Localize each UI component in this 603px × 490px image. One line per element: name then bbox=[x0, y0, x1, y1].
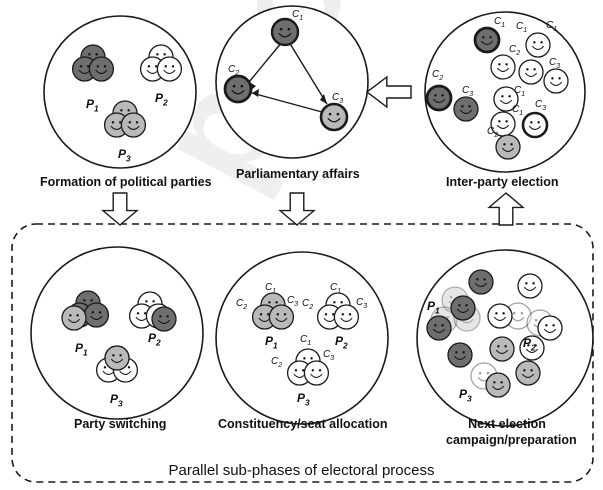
candidate-c1 bbox=[270, 17, 300, 47]
campaign-smiley-icon bbox=[447, 342, 473, 368]
campaign-smiley-icon bbox=[517, 273, 543, 299]
arrowhead bbox=[252, 89, 259, 97]
candidate-c3 bbox=[319, 102, 349, 132]
candidate-3 bbox=[490, 54, 516, 80]
candidate-label-c2: C2 bbox=[487, 126, 498, 139]
campaign-smiley-icon bbox=[485, 372, 511, 398]
candidate-label-c3: C3 bbox=[535, 99, 546, 112]
candidate-4 bbox=[518, 59, 544, 85]
candidate-label-c3: C3 bbox=[356, 297, 367, 310]
campaign-smiley-icon bbox=[426, 315, 452, 341]
smiley-icon bbox=[268, 304, 295, 330]
label-next-election-line1: Next election bbox=[468, 417, 546, 431]
candidate-label-c1: C1 bbox=[494, 16, 505, 29]
candidate-6 bbox=[425, 84, 453, 112]
smiley-icon bbox=[156, 56, 183, 82]
label-party-switching: Party switching bbox=[74, 417, 167, 431]
candidate-7 bbox=[453, 96, 479, 122]
parallel-subphases-box bbox=[11, 223, 594, 483]
arrow-left-to-parliamentary bbox=[365, 75, 412, 109]
candidate-label-c2: C2 bbox=[302, 298, 313, 311]
ghost-smiley-icon bbox=[504, 302, 532, 330]
candidate-11 bbox=[495, 134, 521, 160]
smiley-icon bbox=[88, 56, 115, 82]
label-inter-party: Inter-party election bbox=[446, 175, 559, 189]
campaign-smiley-icon bbox=[519, 335, 545, 361]
arrowhead bbox=[320, 94, 327, 104]
arrow-down-formation bbox=[101, 192, 139, 226]
candidate-2 bbox=[525, 32, 551, 58]
candidate-label-c2: C2 bbox=[509, 44, 520, 57]
candidate-1 bbox=[473, 26, 501, 54]
candidate-label-c1: C1 bbox=[516, 21, 527, 34]
candidate-label-c3: C3 bbox=[332, 92, 343, 105]
campaign-smiley-icon bbox=[515, 360, 541, 386]
candidate-8 bbox=[493, 86, 519, 112]
circle-formation bbox=[43, 15, 197, 169]
label-parliamentary: Parliamentary affairs bbox=[236, 167, 360, 181]
campaign-smiley-icon bbox=[537, 315, 563, 341]
switched-smiley-icon bbox=[104, 345, 130, 371]
switched-smiley-icon bbox=[61, 305, 87, 331]
arrow-up-to-inter-party bbox=[487, 192, 525, 226]
label-formation: Formation of political parties bbox=[40, 175, 212, 189]
candidate-label-c2: C2 bbox=[228, 64, 239, 77]
campaign-smiley-icon bbox=[489, 336, 515, 362]
smiley-icon bbox=[303, 360, 330, 386]
circle-party-switching bbox=[30, 246, 204, 420]
candidate-label-c2: C2 bbox=[271, 356, 282, 369]
candidate-label-c3: C3 bbox=[549, 57, 560, 70]
candidate-10 bbox=[521, 111, 549, 139]
smiley-icon bbox=[83, 302, 110, 328]
campaign-smiley-icon bbox=[468, 269, 494, 295]
candidate-label-c1: C1 bbox=[546, 20, 557, 33]
link-c1-c3 bbox=[288, 41, 328, 105]
candidate-9 bbox=[490, 111, 516, 137]
arrow-down-parliamentary bbox=[278, 192, 316, 226]
candidate-label-c3: C3 bbox=[287, 295, 298, 308]
candidate-label-c1: C1 bbox=[512, 104, 523, 117]
candidate-label-c2: C2 bbox=[236, 298, 247, 311]
smiley-icon bbox=[333, 304, 360, 330]
candidate-label-c3: C3 bbox=[323, 349, 334, 362]
label-parallel-subphases: Parallel sub-phases of electoral process bbox=[168, 462, 435, 479]
smiley-icon bbox=[120, 112, 147, 138]
candidate-label-c3: C3 bbox=[462, 85, 473, 98]
campaign-smiley-icon bbox=[450, 295, 476, 321]
link-c1-c2 bbox=[248, 41, 283, 83]
candidate-label-c1: C1 bbox=[292, 9, 303, 22]
link-c3-c2 bbox=[251, 92, 323, 113]
label-next-election-line2: campaign/preparation bbox=[446, 433, 577, 447]
label-constituency: Constituency/seat allocation bbox=[218, 417, 388, 431]
candidate-label-c1: C1 bbox=[514, 85, 525, 98]
candidate-label-c2: C2 bbox=[432, 69, 443, 82]
switched-smiley-icon bbox=[151, 306, 177, 332]
campaign-smiley-icon bbox=[487, 303, 513, 329]
candidate-5 bbox=[543, 68, 569, 94]
candidate-label-c1: C1 bbox=[330, 282, 341, 295]
candidate-label-c1: C1 bbox=[265, 282, 276, 295]
candidate-label-c1: C1 bbox=[300, 334, 311, 347]
candidate-c2 bbox=[223, 74, 253, 104]
